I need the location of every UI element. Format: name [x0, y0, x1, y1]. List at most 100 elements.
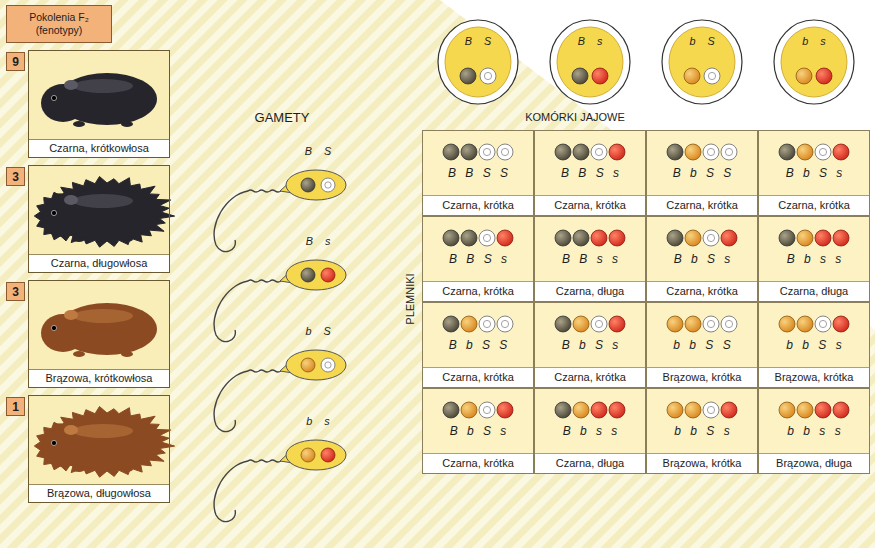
sperm-head	[286, 170, 346, 200]
cell-fill	[422, 302, 534, 388]
sperm-cell: B s	[286, 233, 350, 251]
cell-fill	[422, 216, 534, 302]
phenotype-text: Czarna, długa	[535, 281, 645, 301]
phenotype-panel: Czarna, krótkowłosa	[28, 50, 170, 158]
allele-recessive-hair	[592, 68, 608, 84]
allele-dominant-color	[555, 144, 571, 160]
punnett-cell: B b S SCzarna, krótka	[422, 302, 534, 388]
guinea-pig-foot	[73, 351, 85, 357]
allele-recessive-hair	[721, 230, 737, 246]
guinea-pig-eye	[51, 440, 56, 445]
cell-fill	[534, 302, 646, 388]
allele-dominant-color	[667, 230, 683, 246]
header-box: Pokolenia F₂ (fenotypy)	[6, 5, 112, 43]
punnett-cell: B B S SCzarna, krótka	[422, 130, 534, 216]
guinea-pig-sheen	[73, 79, 133, 93]
phenotype-text: Czarna, krótka	[423, 281, 533, 301]
allele-dominant-hair	[815, 316, 831, 332]
egg-cell-text: B s	[550, 34, 630, 48]
guinea-pig-eye	[51, 210, 56, 215]
allele-dominant-hair	[497, 144, 513, 160]
guinea-pig-sheen	[73, 194, 133, 208]
allele-recessive-color	[779, 316, 795, 332]
allele-recessive-hair	[609, 316, 625, 332]
genotype-text: B b S s	[647, 252, 757, 266]
genotype-text: B b S s	[759, 166, 869, 180]
ratio-number-text: 9	[12, 55, 19, 69]
allele-dominant-hair	[721, 316, 737, 332]
allele-ring	[483, 148, 490, 155]
allele-recessive-hair	[497, 402, 513, 418]
guinea-pig-eye	[51, 95, 56, 100]
cell-fill	[534, 216, 646, 302]
phenotype-text: Brązowa, krótka	[647, 453, 757, 473]
allele-dominant-color	[573, 144, 589, 160]
sperm-cell: b S	[286, 323, 350, 341]
cell-fill	[534, 130, 646, 216]
allele-ring	[725, 320, 732, 327]
allele-ring	[325, 362, 331, 368]
phenotype-text: Brązowa, krótka	[647, 367, 757, 387]
allele-ring	[484, 72, 491, 79]
allele-recessive-color	[667, 316, 683, 332]
sperm-cell: B S	[286, 143, 350, 161]
ratio-number: 1	[6, 397, 25, 416]
allele-dominant-color	[555, 230, 571, 246]
guinea-pig-foot	[121, 351, 133, 357]
genotype-text: B b S s	[535, 338, 645, 352]
genotype-text: b b S s	[647, 424, 757, 438]
allele-recessive-hair	[721, 402, 737, 418]
allele-recessive-hair	[815, 402, 831, 418]
sperm-head	[286, 350, 346, 380]
allele-ring	[501, 148, 508, 155]
phenotype-text: Czarna, długa	[759, 281, 869, 301]
punnett-cell: B b S sCzarna, krótka	[422, 388, 534, 474]
ratio-number: 3	[6, 167, 25, 186]
phenotype-text: Czarna, krótka	[647, 195, 757, 215]
phenotype-text: Czarna, krótka	[423, 453, 533, 473]
allele-recessive-hair	[833, 144, 849, 160]
allele-recessive-hair	[321, 268, 335, 282]
punnett-cell: B B s sCzarna, długa	[534, 216, 646, 302]
allele-dominant-hair	[479, 316, 495, 332]
genotype-text: b b s s	[759, 424, 869, 438]
section-label: PLEMNIKI	[403, 249, 417, 349]
allele-dominant-hair	[815, 144, 831, 160]
guinea-pig-ear	[64, 80, 78, 90]
phenotype-text: Brązowa, krótka	[759, 367, 869, 387]
section-label: GAMETY	[232, 110, 332, 126]
allele-dominant-hair	[591, 144, 607, 160]
allele-recessive-hair	[816, 68, 832, 84]
phenotype-text: Czarna, krótka	[423, 367, 533, 387]
cell-fill	[646, 302, 758, 388]
label-holder: GAMETY	[232, 110, 332, 126]
allele-dominant-color	[555, 316, 571, 332]
punnett-cell: B b S SCzarna, krótka	[646, 130, 758, 216]
guinea-pig-foot	[73, 121, 85, 127]
allele-recessive-color	[301, 358, 315, 372]
cell-fill	[646, 216, 758, 302]
genotype-text: B B S S	[423, 166, 533, 180]
allele-recessive-hair	[497, 230, 513, 246]
guinea-pig-foot	[73, 466, 85, 472]
sperm-tail	[214, 460, 281, 522]
egg-membrane	[438, 20, 518, 104]
sperm-cell: b s	[286, 413, 350, 431]
genotype-text: B b s s	[759, 252, 869, 266]
allele-recessive-color	[684, 68, 700, 84]
ratio-number-text: 1	[12, 400, 19, 414]
guinea-pig-ear	[64, 425, 78, 435]
punnett-cell: b b S SBrązowa, krótka	[646, 302, 758, 388]
allele-dominant-hair	[703, 230, 719, 246]
egg-membrane	[550, 20, 630, 104]
allele-dominant-hair	[591, 316, 607, 332]
egg-cell: B S	[438, 20, 518, 104]
allele-ring	[707, 148, 714, 155]
egg-cell-text: b S	[662, 34, 742, 48]
label-holder: PLEMNIKI	[403, 249, 417, 349]
allele-dominant-color	[779, 144, 795, 160]
allele-dominant-color	[461, 144, 477, 160]
allele-recessive-color	[685, 144, 701, 160]
cell-fill	[758, 130, 870, 216]
